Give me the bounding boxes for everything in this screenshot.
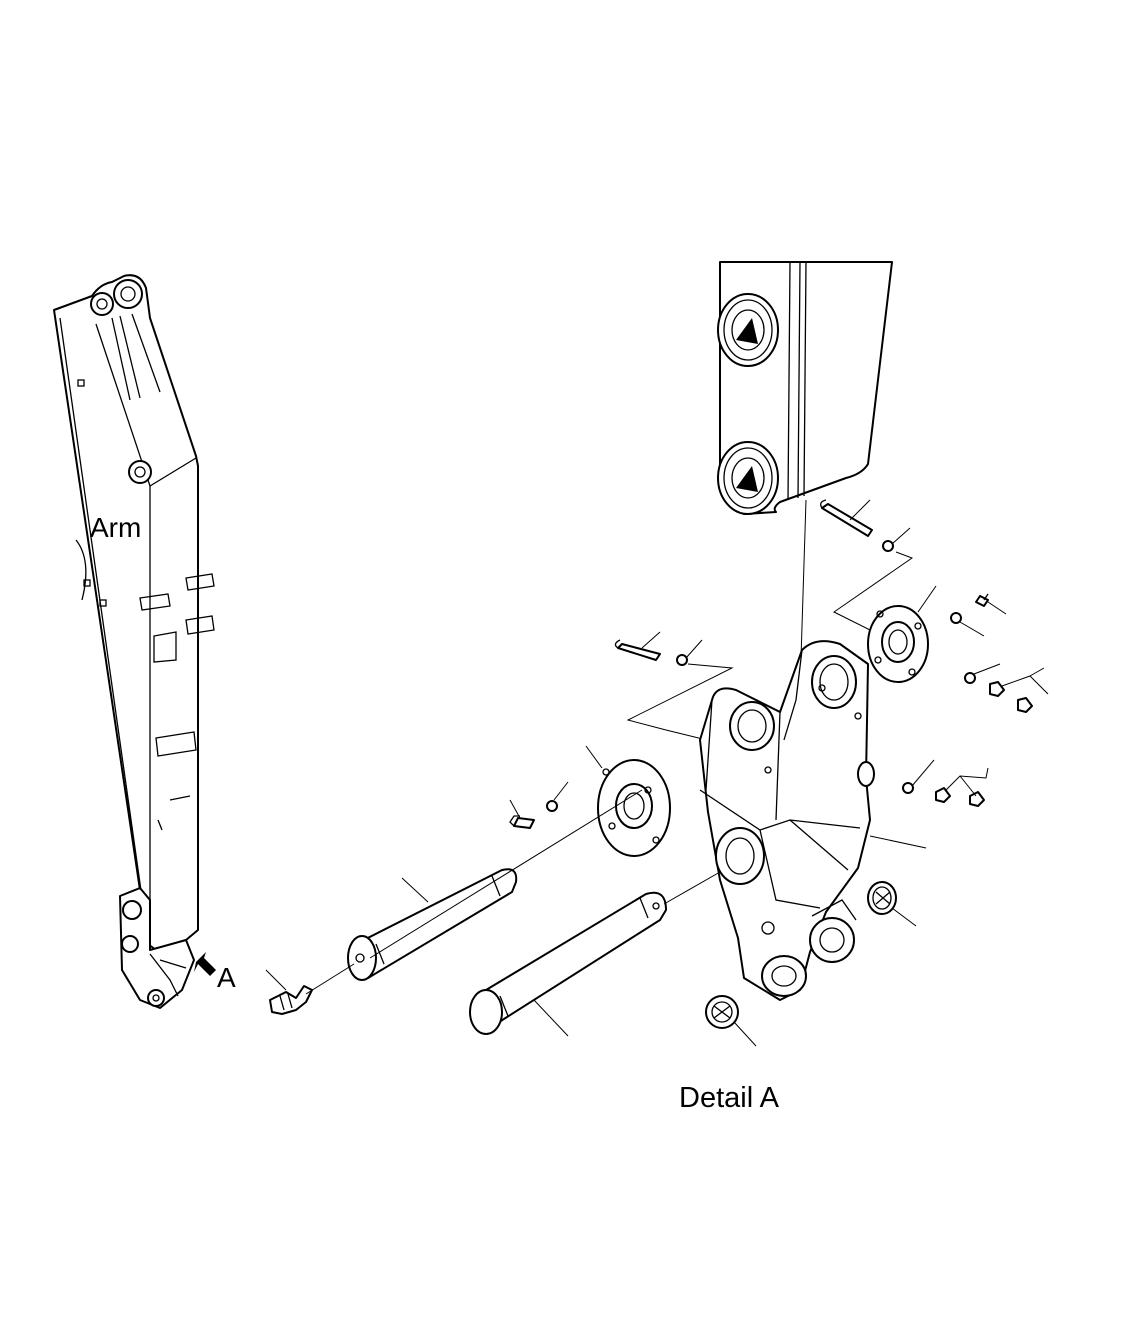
arm-label: Arm — [90, 512, 142, 543]
bucket-link-bracket — [699, 640, 875, 1001]
retainer-plate-left — [585, 745, 671, 857]
detail-a-assembly — [265, 261, 1049, 1047]
bolt-top — [820, 499, 873, 537]
arm-bushing-upper — [717, 293, 779, 367]
bolt-left-upper — [614, 631, 661, 661]
washer-top — [882, 540, 894, 552]
bolt-left-lower — [509, 799, 535, 829]
grease-fitting — [265, 969, 313, 1015]
view-marker-label: A — [217, 962, 236, 993]
detail-title: Detail A — [679, 1082, 779, 1114]
pin-lower — [469, 891, 667, 1037]
view-arrow-icon — [194, 952, 216, 976]
plug-right — [867, 881, 917, 927]
plug-lower — [705, 995, 757, 1047]
arm-assembly — [53, 274, 216, 1009]
pin-upper — [347, 868, 518, 981]
arm-bushing-lower — [717, 441, 779, 515]
retainer-plate-right — [867, 585, 937, 683]
